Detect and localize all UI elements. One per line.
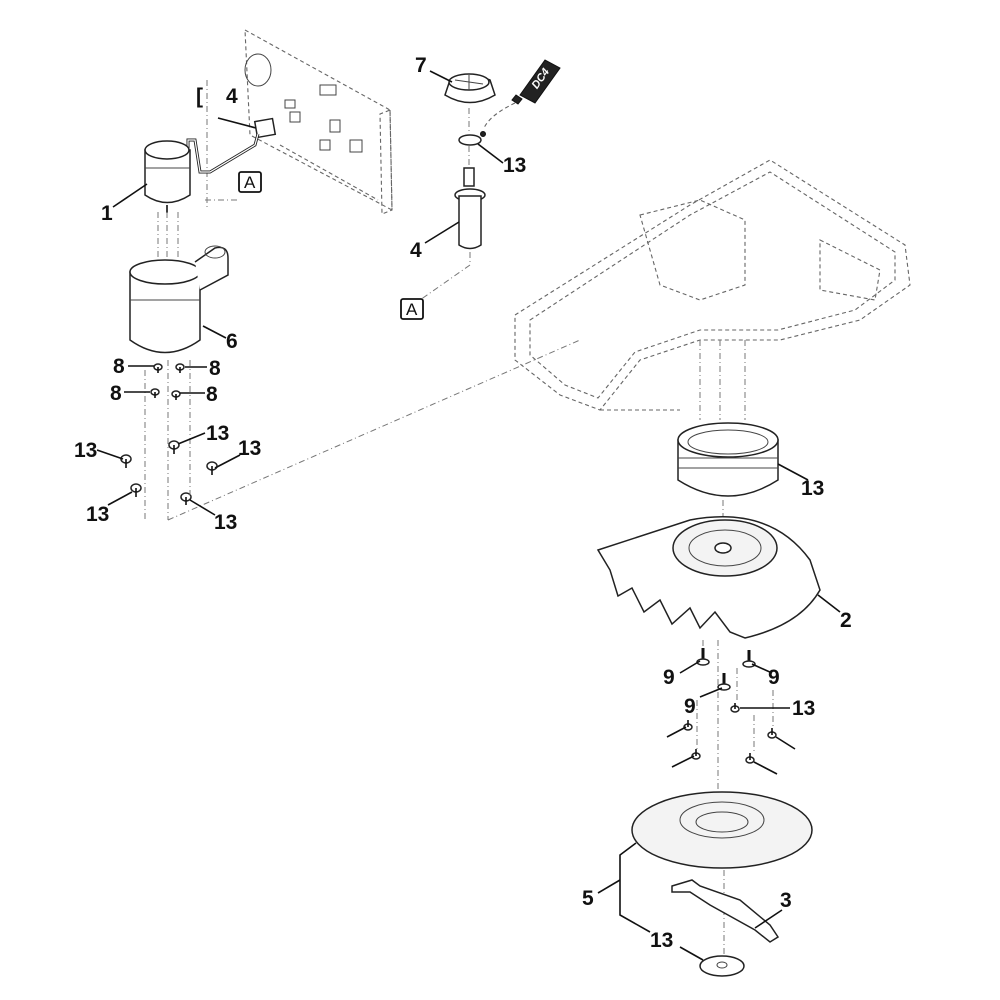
callout-3: 3 xyxy=(780,889,792,912)
callout-9: 9 xyxy=(768,666,780,689)
screw-icon xyxy=(130,483,142,497)
svg-text:A: A xyxy=(406,300,418,319)
callout-4-connector: 4 xyxy=(226,85,238,108)
callout-labels: [ 4 1 7 13 4 6 8 8 8 8 13 13 13 13 13 13… xyxy=(74,54,852,952)
callout-9: 9 xyxy=(663,666,675,689)
screw-icon xyxy=(175,363,185,373)
blade xyxy=(671,879,780,943)
motor-housing xyxy=(129,245,229,354)
screw-icon xyxy=(168,440,180,454)
seal-ring xyxy=(677,422,779,497)
callout-9: 9 xyxy=(684,695,696,718)
callout-10: 13 xyxy=(650,929,673,952)
callout-8: 8 xyxy=(209,357,221,380)
screw-icon xyxy=(150,388,160,398)
left-fasteners xyxy=(120,199,581,521)
screw-icon xyxy=(206,461,218,475)
callout-13: 13 xyxy=(86,503,109,526)
height-adjust-spindle xyxy=(454,167,486,250)
callout-4-spindle: 4 xyxy=(410,239,422,262)
blade-hub xyxy=(699,955,745,977)
control-board xyxy=(206,29,393,215)
screw-icon xyxy=(730,703,740,713)
callout-11: 13 xyxy=(503,154,526,177)
screw-icon xyxy=(742,650,756,668)
o-ring xyxy=(458,131,486,146)
callout-8: 8 xyxy=(113,355,125,378)
callout-2: 2 xyxy=(840,609,852,632)
screw-icon xyxy=(691,749,701,760)
reference-marker-a-bottom: A xyxy=(400,298,424,320)
screw-icon xyxy=(683,720,693,731)
screw-icon xyxy=(120,454,132,468)
chassis xyxy=(514,159,911,420)
cable-connector xyxy=(186,117,277,174)
motor xyxy=(144,140,191,213)
callout-13: 13 xyxy=(74,439,97,462)
callout-5: 5 xyxy=(582,887,594,910)
screw-icon xyxy=(745,753,755,764)
callout-8: 8 xyxy=(110,382,122,405)
callout-12: 13 xyxy=(801,477,824,500)
reference-marker-a-top: A xyxy=(238,171,262,193)
screw-icon xyxy=(717,673,731,691)
callout-6: 6 xyxy=(226,330,238,353)
screw-icon xyxy=(171,390,181,400)
callout-13: 13 xyxy=(792,697,815,720)
callout-1: 1 xyxy=(101,202,113,225)
blade-housing-cover xyxy=(596,516,821,639)
callout-13: 13 xyxy=(238,437,261,460)
blade-disc xyxy=(631,791,813,869)
leader-lines xyxy=(96,70,841,961)
callout-13: 13 xyxy=(206,422,229,445)
screw-icon xyxy=(153,363,163,373)
svg-text:A: A xyxy=(244,173,256,192)
callout-13: 13 xyxy=(214,511,237,534)
bracket-mark: [ xyxy=(196,85,203,108)
lower-fasteners xyxy=(683,640,777,800)
screw-icon xyxy=(767,728,777,739)
callout-7: 7 xyxy=(415,54,427,77)
screw-icon xyxy=(180,492,192,505)
adjust-knob xyxy=(444,73,496,104)
callout-8: 8 xyxy=(206,383,218,406)
